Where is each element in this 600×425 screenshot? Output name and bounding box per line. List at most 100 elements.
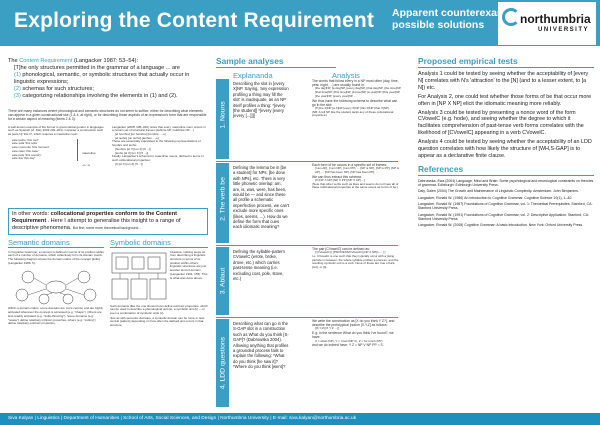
analysis-note: (NB: A full NP like the student lacks an… xyxy=(312,109,394,118)
analysis-text: The pair [CVowelC] can be defined as: xyxy=(312,247,370,251)
reference-item: Langacker, Ronald W. (1991) Foundations … xyxy=(418,212,590,221)
collocation-box: In other words: collocational properties… xyxy=(8,207,208,235)
semantic-domains-text2: Within a domain matrix, some domains are… xyxy=(8,306,103,326)
sample-label: 2. The verb be xyxy=(219,177,226,221)
analysis-text: Each form of be occurs in a specific set… xyxy=(312,163,388,167)
intro-cite: (Langacker 1987: 53–54): xyxy=(73,58,139,64)
logo-name: northumbria xyxy=(520,12,591,26)
gender-formula: [techo [el X] [un X] [X ...]] xyxy=(115,150,149,155)
analysis-text2: I.e. CVowelC is one such that they typic… xyxy=(312,253,399,270)
intro-item-text: schemas for such structures; xyxy=(22,86,94,92)
collocation-lead: In other words: xyxy=(12,210,51,217)
knife-domain-diagram xyxy=(15,271,97,305)
sample-label-bar: 3. Ablaut xyxy=(216,247,229,315)
proposed-text: Analysis 1 could be tested by seeing whe… xyxy=(418,71,589,91)
analysis-text: We write the construction as [X do you t… xyxy=(312,319,395,328)
analysis-block: We write the construction as [X do you t… xyxy=(312,319,402,407)
gender-right-text: Langacker (2008: 338–340) notes that eve… xyxy=(112,124,206,133)
gender-left-text: A well-known example of the former is gr… xyxy=(8,124,104,137)
gender-formula: [hombre [el X] [un X] [X ...]] xyxy=(115,146,152,151)
reference-item: Daly, Dalen (2004) The Growth and Mainte… xyxy=(418,189,579,194)
analysis-block: Each form of be occurs in a specific set… xyxy=(312,163,402,243)
sample-explanandum: Defining the lemma be in [be a student] … xyxy=(233,165,289,230)
symbolic-side-text: Likewise, nothing stops us from describi… xyxy=(170,249,208,280)
reference-item: Dabrowska, Ewa (2004) Language, Mind and… xyxy=(418,178,594,188)
symbolic-domains-heading: Symbolic domains xyxy=(110,238,208,248)
intro-item: (2) schemas for such structures; xyxy=(14,86,208,93)
content-requirement-definition: The Content Requirement (Langacker 1987:… xyxy=(8,58,208,100)
gender-example-line: este día 'this day' xyxy=(12,156,35,161)
sample-heading: Sample analyses xyxy=(216,56,336,68)
poster-title: Exploring the Content Requirement xyxy=(14,9,375,32)
proposed-text: For Analysis 2, one could test whether t… xyxy=(418,93,592,107)
footer-bar: Siva Kalyan | Linguistics | Department o… xyxy=(0,413,600,425)
sample-label: 3. Ablaut xyxy=(219,267,226,295)
sample-row-ablaut: 3. Ablaut Defining the syllable-pattern … xyxy=(216,247,398,315)
intro-item-num: (3) xyxy=(14,93,21,99)
reference-item: Langacker, Ronald W. (1986) An introduct… xyxy=(418,195,573,200)
gender-example-line: este caso 'this case' xyxy=(12,148,39,153)
footer-text: Siva Kalyan | Linguistics | Department o… xyxy=(8,416,357,421)
sample-label-wrap: 2. The verb be xyxy=(216,159,229,239)
proposed-text: Analysis 3 could be tested by presenting… xyxy=(418,109,584,137)
analysis-block: The pair [CVowelC] can be defined as: [ … xyxy=(312,247,402,315)
collocation-tail: But first, some more theoretical backgro… xyxy=(72,225,142,230)
analysis-schema: [X [the X]NP [a X]NP [every X]NP [this X… xyxy=(315,105,389,110)
sample-label-wrap: 3. Ablaut xyxy=(216,251,229,311)
gender-right: Langacker (2008: 338–340) notes that eve… xyxy=(112,124,208,167)
sample-label-bar: 1. Nouns xyxy=(216,79,229,159)
left-column: The Content Requirement (Langacker 1987:… xyxy=(8,50,208,356)
proposed-body: Analysis 1 could be tested by seeing whe… xyxy=(418,71,594,160)
intro-item-text: categorizing relationships involving the… xyxy=(22,93,178,99)
intro-list: (1) phonological, semantic, or symbolic … xyxy=(8,72,208,100)
analysis-formulas: [the day]NP, [a day]NP, [every day]NP, [… xyxy=(315,86,402,98)
analysis-text2: E.g. in the sentence What do you think I… xyxy=(312,331,394,340)
reference-item: Langacker, Ronald W. (1987) Foundations … xyxy=(418,202,593,211)
gender-example-line: este techo 'this roof' xyxy=(12,137,39,142)
row-separator xyxy=(216,245,398,246)
sample-label-wrap: 1. Nouns xyxy=(216,75,229,155)
collocation-term: collocational properties conform to the … xyxy=(12,210,178,224)
analysis-text2: We can thus extract this schema: xyxy=(312,174,362,179)
sample-row-ldd: 4. LDD questions Describing what can go … xyxy=(216,319,398,407)
intro-item-text: phonological, semantic, or symbolic stru… xyxy=(14,72,190,85)
gender-end: Finally, Langacker's schema for masculin… xyxy=(112,154,204,162)
gender-left: A well-known example of the former is gr… xyxy=(8,124,106,167)
symbolic-domains-text: Such domains (like the one shown here) d… xyxy=(110,303,208,316)
intro-heading: The Content Requirement (Langacker 1987:… xyxy=(8,58,139,64)
logo-university: UNIVERSITY xyxy=(538,27,590,33)
sample-label: 4. LDD questions xyxy=(219,336,226,390)
row-separator xyxy=(216,161,398,162)
semantic-domains-heading: Semantic domains xyxy=(8,238,104,248)
right-column: Proposed empirical tests Analysis 1 coul… xyxy=(418,56,594,230)
intro-note: There are many instances where phonologi… xyxy=(8,109,207,122)
analysis-schema: X = what (NP), Y = I had (NP V), Z = for… xyxy=(315,338,383,343)
sample-subheads: Explananda Analysis xyxy=(216,71,398,81)
analysis-heading: Analysis xyxy=(332,71,360,80)
sample-row-nouns: 1. Nouns Describing the slot in [every X… xyxy=(216,79,398,159)
sample-label-bar: 2. The verb be xyxy=(216,163,229,243)
intro-item: (1) phonological, semantic, or symbolic … xyxy=(14,72,208,86)
semantic-domains: Semantic domains In Cognitive Grammar, a… xyxy=(8,238,104,326)
proposed-heading: Proposed empirical tests xyxy=(418,56,594,68)
gender-examples: este techo 'this roof' este sofa 'this s… xyxy=(8,137,78,161)
analysis-formulas: [ [CVowelC] [ [PROCESS/CVowelC] [NP X NP… xyxy=(315,250,386,255)
analysis-formulas: [[X,Y,Z] [X Y Z ...]] xyxy=(315,326,339,331)
analysis-formulas: [I am AP], [I am NP], [I am PP], ... [NP… xyxy=(315,166,400,174)
gender-example-line: este sofa 'this sofa' xyxy=(12,141,38,146)
intro-term: Content Requirement xyxy=(19,58,73,64)
sample-label-bar: 4. LDD questions xyxy=(216,319,229,407)
analysis-note: and we do indeed have: Y Z ≈ NP V NP PP … xyxy=(312,343,384,348)
sample-label-wrap: 4. LDD questions xyxy=(216,323,229,403)
domains-section: Semantic domains In Cognitive Grammar, a… xyxy=(8,238,208,356)
sample-explanandum: Describing what can go in the S-GAP slot… xyxy=(233,321,289,370)
analysis-text: The words that follow every in a NP most… xyxy=(312,79,399,88)
gender-formula: These are essentially equivalent to the … xyxy=(112,139,201,148)
intro-item: (3) categorizing relationships involving… xyxy=(14,93,208,100)
analysis-schema: [X [NP X NP] [NP X PP] [NP X AP] ...] xyxy=(315,177,365,182)
references-heading: References xyxy=(418,164,594,176)
analysis-note: (Note that other verbs such as likes and… xyxy=(312,181,399,190)
logo-arc-icon xyxy=(502,8,520,26)
collocation-rest: . Here I attempt to generalise this insi… xyxy=(12,217,181,231)
gender-label: masculine xyxy=(82,150,96,155)
